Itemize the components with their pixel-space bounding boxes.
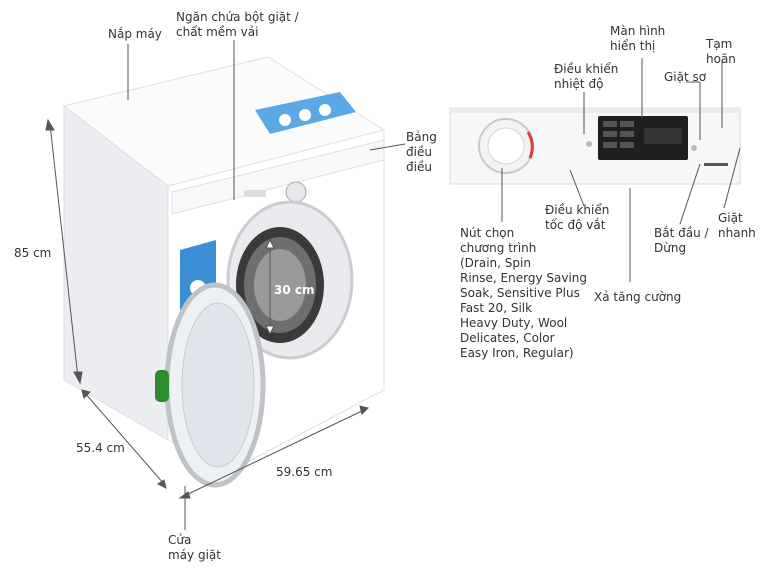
label-control-panel: Bảng điều điều [406, 130, 437, 174]
dimension-width: 59.65 cm [276, 465, 333, 479]
dimension-lines [45, 118, 369, 499]
label-extra-rinse: Xả tăng cường [594, 290, 682, 304]
label-prewash: Giặt sơ [664, 70, 707, 84]
dimension-door-diameter: 30 cm [274, 283, 315, 297]
label-program-selector: Nút chọn chương trình (Drain, Spin Rinse… [460, 226, 587, 360]
label-pause: Tạm hoãn [706, 37, 736, 66]
label-detergent-drawer: Ngăn chứa bột giặt / chất mềm vải [176, 10, 299, 39]
label-display: Màn hình hiển thị [610, 24, 666, 53]
program-knob [285, 181, 307, 203]
label-spin-control: Điều khiển tốc độ vắt [545, 203, 610, 232]
label-quick-wash: Giặt nhanh [718, 211, 756, 240]
dimension-height: 85 cm [14, 246, 52, 260]
label-lid: Nắp máy [108, 27, 162, 41]
leader-lines [127, 40, 741, 530]
label-temperature-control: Điều khiển nhiệt độ [554, 62, 619, 91]
dimension-depth: 55.4 cm [76, 441, 125, 455]
control-panel-closeup [449, 107, 741, 185]
door-handle [155, 370, 169, 402]
washing-machine-body [62, 56, 386, 488]
label-start-stop: Bắt đầu / Dừng [654, 226, 709, 255]
label-door: Cửa máy giặt [168, 533, 221, 562]
